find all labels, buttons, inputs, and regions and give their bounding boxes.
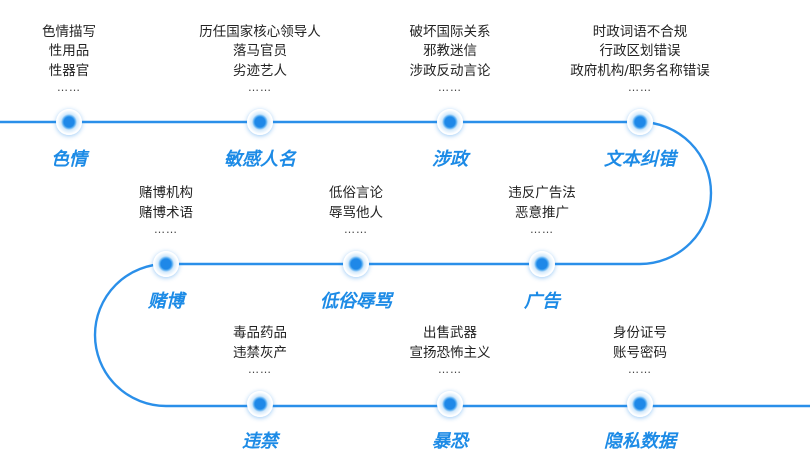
category-description-1-4: 时政词语不合规行政区划错误政府机构/职务名称错误 ……: [535, 23, 745, 95]
category-title: 违禁: [242, 431, 278, 452]
example-item: 毒品药品: [233, 325, 287, 341]
node-dot-icon: [627, 391, 653, 417]
category-title: 广告: [524, 291, 560, 312]
ellipsis-more: ……: [57, 81, 81, 94]
example-item: 违禁灰产: [233, 344, 287, 361]
example-item: 色情描写: [42, 23, 96, 40]
node-dot-icon: [437, 391, 463, 417]
category-description-1-3: 破坏国际关系邪教迷信涉政反动言论 ……: [345, 23, 555, 95]
node-dot-icon: [247, 391, 273, 417]
example-item: 宣扬恐怖主义: [409, 344, 491, 361]
example-item: 低俗言论: [329, 185, 383, 201]
example-item: 赌博术语: [139, 204, 193, 221]
example-item: 邪教迷信: [423, 43, 477, 59]
ellipsis-more: ……: [628, 363, 652, 376]
category-title: 文本纠错: [604, 149, 676, 170]
ellipsis-more: ……: [628, 81, 652, 94]
category-description-2-3: 违反广告法恶意推广 ……: [437, 184, 647, 236]
category-title: 隐私数据: [604, 431, 676, 452]
node-dot-icon: [627, 109, 653, 135]
category-description-3-3: 身份证号账号密码 ……: [535, 324, 745, 376]
example-item: 违反广告法: [508, 185, 576, 201]
category-description-3-1: 毒品药品违禁灰产 ……: [155, 324, 365, 376]
example-item: 性用品: [48, 43, 90, 59]
example-item: 落马官员: [233, 43, 287, 59]
node-dot-icon: [247, 109, 273, 135]
example-item: 破坏国际关系: [409, 23, 491, 40]
example-item: 涉政反动言论: [409, 62, 491, 79]
example-item: 恶意推广: [515, 204, 569, 221]
ellipsis-more: ……: [248, 81, 272, 94]
ellipsis-more: ……: [154, 223, 178, 236]
example-item: 行政区划错误: [599, 43, 681, 59]
example-item: 辱骂他人: [329, 204, 383, 221]
example-item: 政府机构/职务名称错误: [570, 62, 710, 79]
category-description-1-1: 色情描写性用品性器官 ……: [0, 23, 174, 95]
node-dot-icon: [153, 251, 179, 277]
ellipsis-more: ……: [344, 223, 368, 236]
category-description-1-2: 历任国家核心领导人落马官员劣迹艺人 ……: [155, 23, 365, 95]
example-item: 账号密码: [613, 344, 667, 361]
node-dot-icon: [343, 251, 369, 277]
ellipsis-more: ……: [438, 81, 462, 94]
ellipsis-more: ……: [248, 363, 272, 376]
category-description-2-2: 低俗言论辱骂他人 ……: [251, 184, 461, 236]
node-dot-icon: [56, 109, 82, 135]
category-title: 色情: [51, 149, 87, 170]
node-dot-icon: [437, 109, 463, 135]
category-title: 暴恐: [432, 431, 468, 452]
example-item: 出售武器: [423, 325, 477, 341]
category-description-2-1: 赌博机构赌博术语 ……: [61, 184, 271, 236]
example-item: 劣迹艺人: [233, 62, 287, 79]
node-dot-icon: [529, 251, 555, 277]
example-item: 性器官: [48, 62, 90, 79]
ellipsis-more: ……: [438, 363, 462, 376]
category-title: 涉政: [432, 149, 468, 170]
example-item: 赌博机构: [139, 185, 193, 201]
example-item: 身份证号: [613, 325, 667, 341]
category-title: 低俗辱骂: [320, 291, 392, 312]
category-title: 敏感人名: [224, 149, 296, 170]
example-item: 历任国家核心领导人: [199, 23, 321, 40]
category-description-3-2: 出售武器宣扬恐怖主义 ……: [345, 324, 555, 376]
category-title: 赌博: [148, 291, 184, 312]
example-item: 时政词语不合规: [592, 23, 688, 40]
ellipsis-more: ……: [530, 223, 554, 236]
